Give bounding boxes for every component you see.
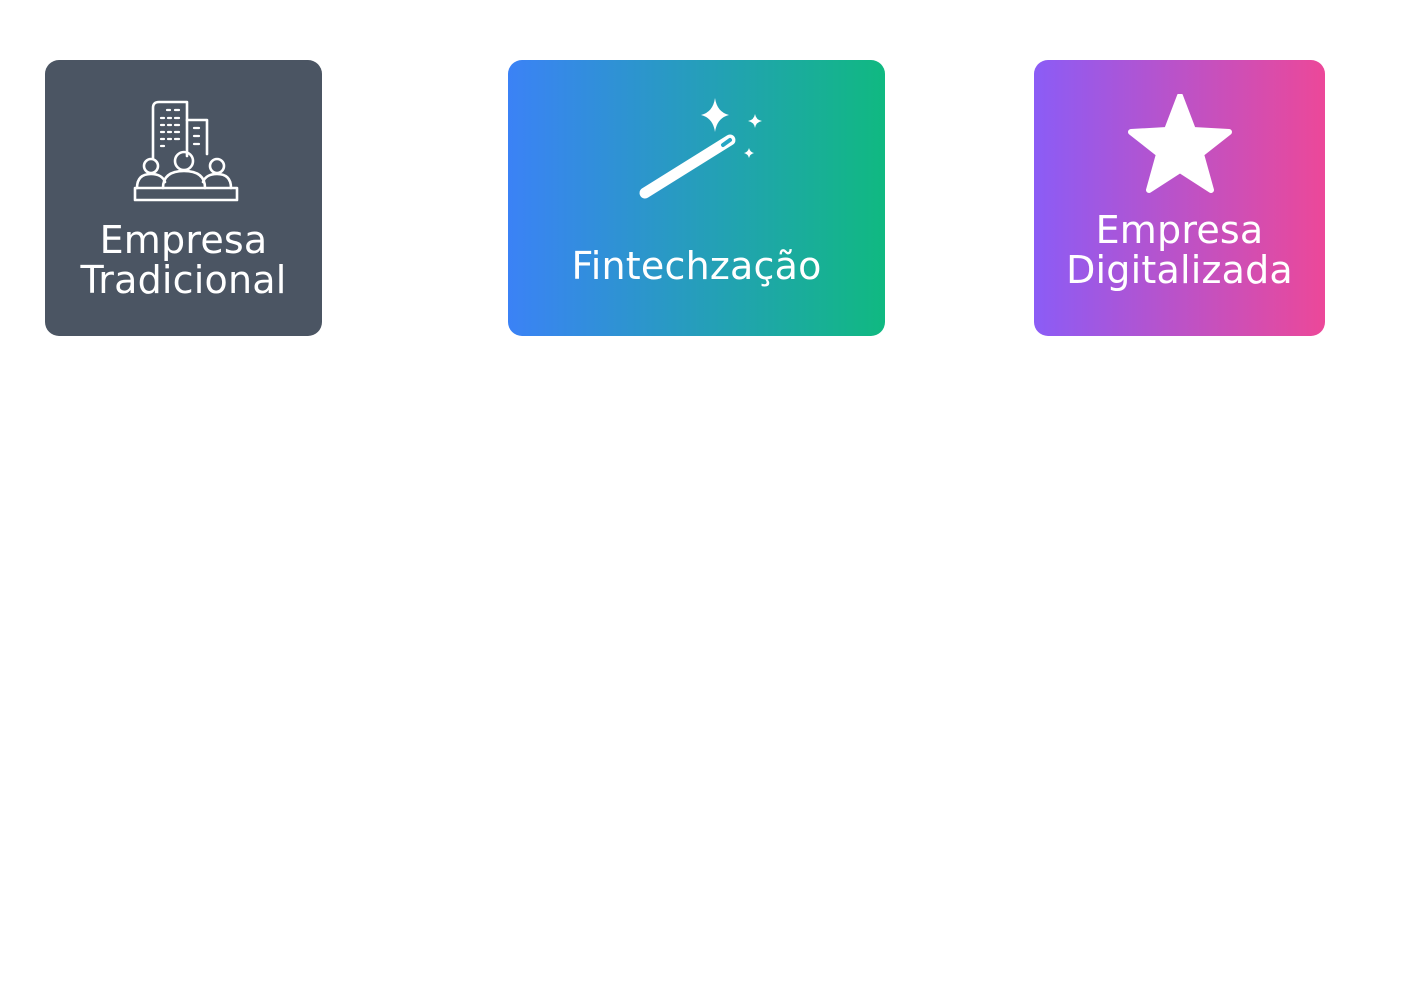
card-label: Fintechzação <box>508 246 885 286</box>
building-people-icon <box>45 96 322 206</box>
traditional-company-card: Empresa Tradicional <box>45 60 322 336</box>
card-label: Empresa Tradicional <box>45 220 322 300</box>
label-line: Fintechzação <box>571 244 822 288</box>
label-line: Empresa <box>1095 208 1264 252</box>
card-label: Empresa Digitalizada <box>1034 210 1325 290</box>
label-line: Empresa <box>99 218 268 262</box>
magic-wand-icon <box>508 98 885 208</box>
star-icon <box>1034 94 1325 194</box>
digitalized-company-card: Empresa Digitalizada <box>1034 60 1325 336</box>
fintechization-card: Fintechzação <box>508 60 885 336</box>
label-line: Digitalizada <box>1066 248 1293 292</box>
label-line: Tradicional <box>80 258 287 302</box>
